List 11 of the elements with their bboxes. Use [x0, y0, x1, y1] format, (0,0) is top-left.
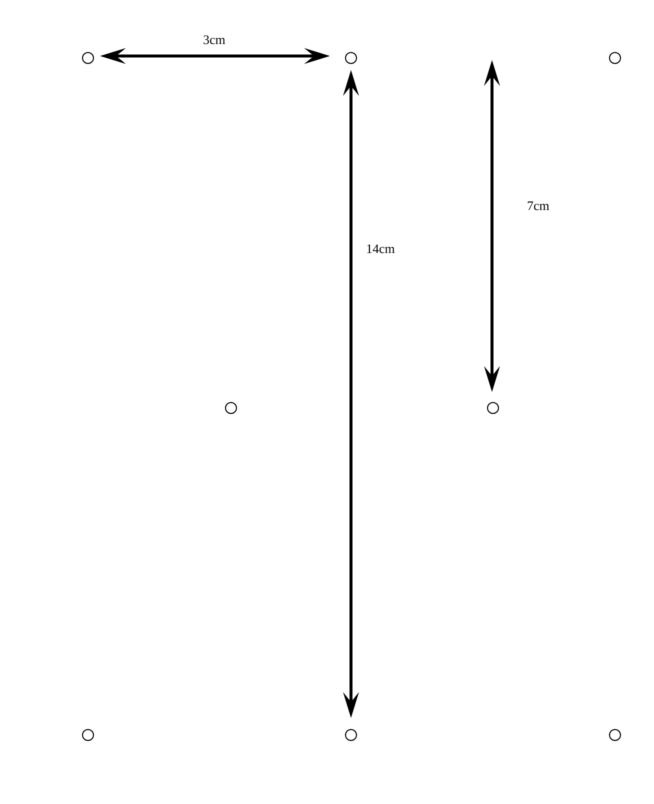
point-marker [487, 402, 499, 414]
point-marker [609, 52, 621, 64]
dimension-label: 3cm [203, 32, 226, 47]
point-marker [82, 729, 94, 741]
point-marker [225, 402, 237, 414]
point-marker [609, 729, 621, 741]
point-marker [345, 729, 357, 741]
dimension-label: 14cm [366, 241, 395, 256]
dimension-label: 7cm [527, 198, 550, 213]
point-marker [82, 52, 94, 64]
point-marker [345, 52, 357, 64]
